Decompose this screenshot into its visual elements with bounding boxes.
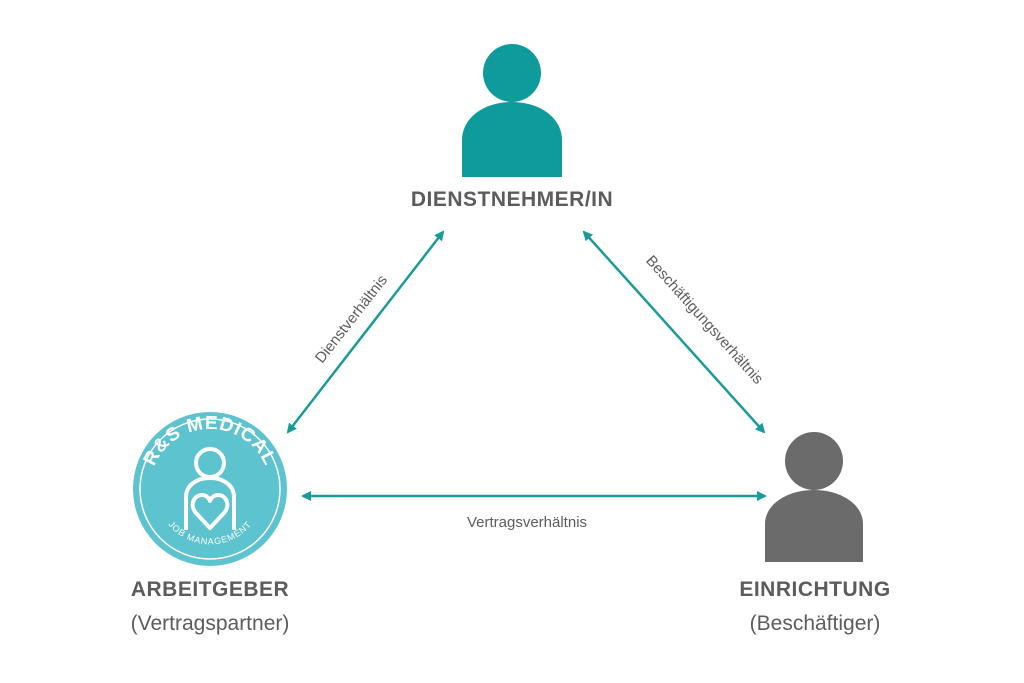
employee-title: DIENSTNEHMER/IN [410, 188, 614, 211]
employee-facility-arrow [582, 230, 766, 434]
company-logo: R&S MEDICAL JOB MANAGEMENT [133, 412, 287, 566]
facility-person-icon [765, 432, 863, 562]
edge-label-vertragsverhaeltnis: Vertragsverhältnis [467, 514, 587, 531]
employer-subtitle: (Vertragspartner) [130, 612, 290, 635]
edge-label-dienstverhaeltnis: Dienstverhältnis [312, 272, 391, 367]
facility-title: EINRICHTUNG [739, 578, 891, 601]
employer-employee-arrow [286, 230, 445, 434]
employee-person-icon [462, 44, 562, 177]
facility-subtitle: (Beschäftiger) [749, 612, 881, 635]
employer-title: ARBEITGEBER [130, 578, 290, 601]
